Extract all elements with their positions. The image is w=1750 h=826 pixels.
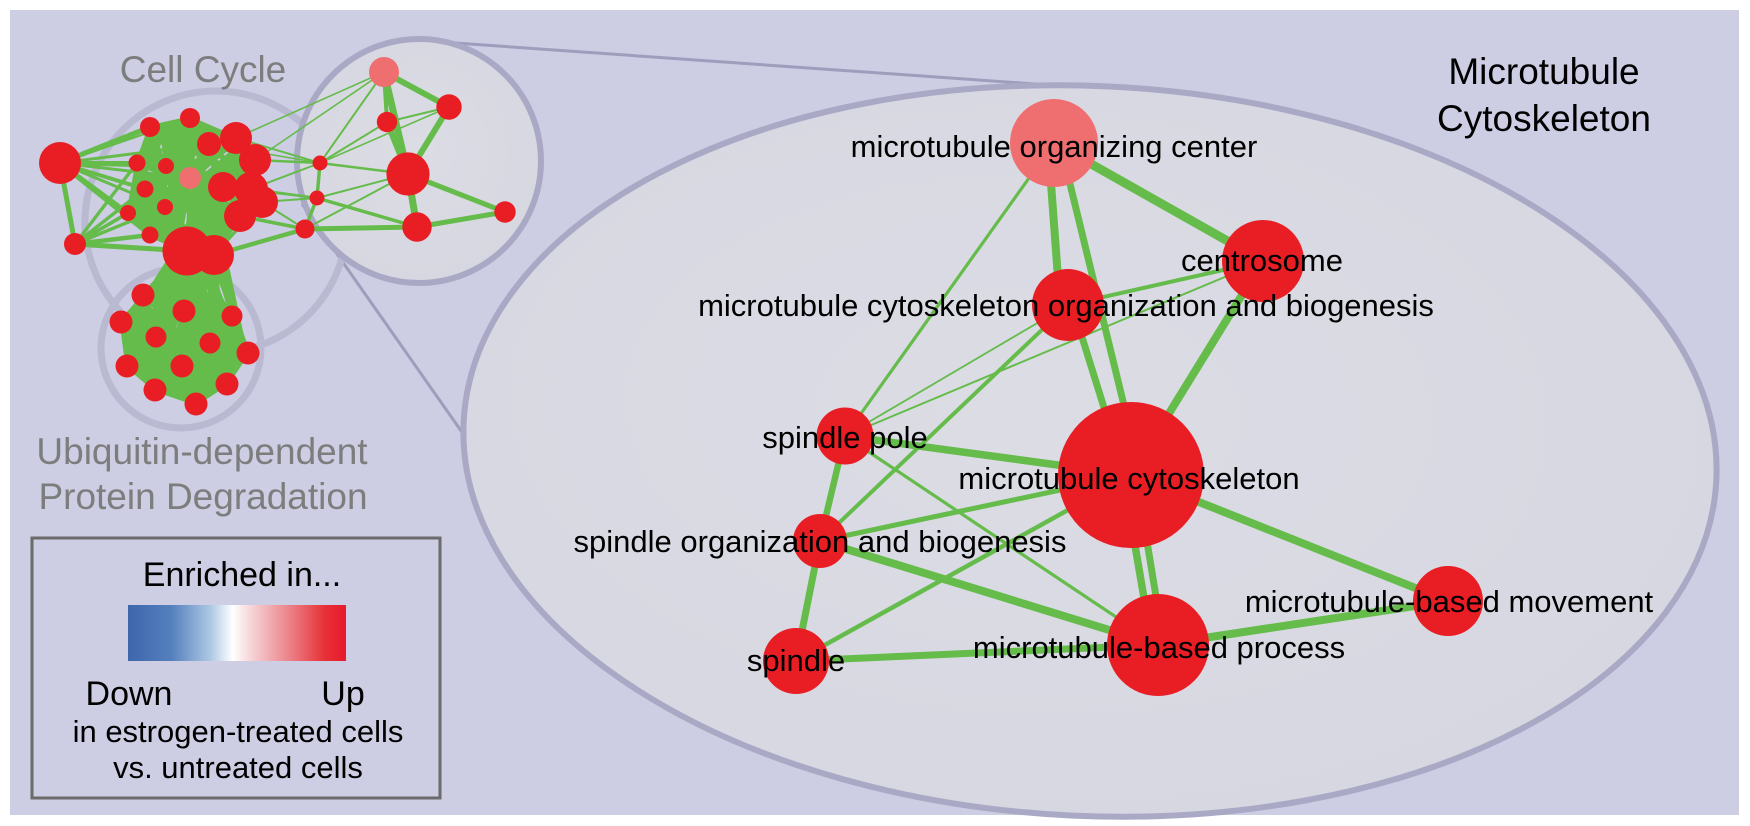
svg-text:Protein Degradation: Protein Degradation: [38, 476, 367, 517]
svg-text:Cytoskeleton: Cytoskeleton: [1437, 98, 1651, 139]
svg-text:microtubule organizing center: microtubule organizing center: [851, 129, 1258, 164]
svg-text:microtubule-based movement: microtubule-based movement: [1245, 584, 1654, 619]
svg-text:spindle pole: spindle pole: [762, 420, 927, 455]
svg-text:Down: Down: [86, 675, 173, 713]
svg-text:Cell Cycle: Cell Cycle: [120, 49, 287, 90]
svg-text:microtubule cytoskeleton: microtubule cytoskeleton: [958, 461, 1299, 496]
svg-text:Up: Up: [321, 675, 364, 713]
svg-text:in estrogen-treated cells: in estrogen-treated cells: [73, 714, 404, 749]
svg-text:spindle: spindle: [747, 643, 845, 678]
svg-text:Ubiquitin-dependent: Ubiquitin-dependent: [36, 431, 368, 472]
svg-text:vs. untreated cells: vs. untreated cells: [113, 750, 363, 785]
svg-text:microtubule-based process: microtubule-based process: [973, 630, 1345, 665]
svg-text:Microtubule: Microtubule: [1448, 51, 1639, 92]
svg-text:spindle organization and bioge: spindle organization and biogenesis: [574, 524, 1067, 559]
svg-text:microtubule cytoskeleton organ: microtubule cytoskeleton organization an…: [698, 288, 1434, 323]
svg-text:Enriched in...: Enriched in...: [143, 556, 341, 594]
svg-text:centrosome: centrosome: [1181, 243, 1343, 278]
